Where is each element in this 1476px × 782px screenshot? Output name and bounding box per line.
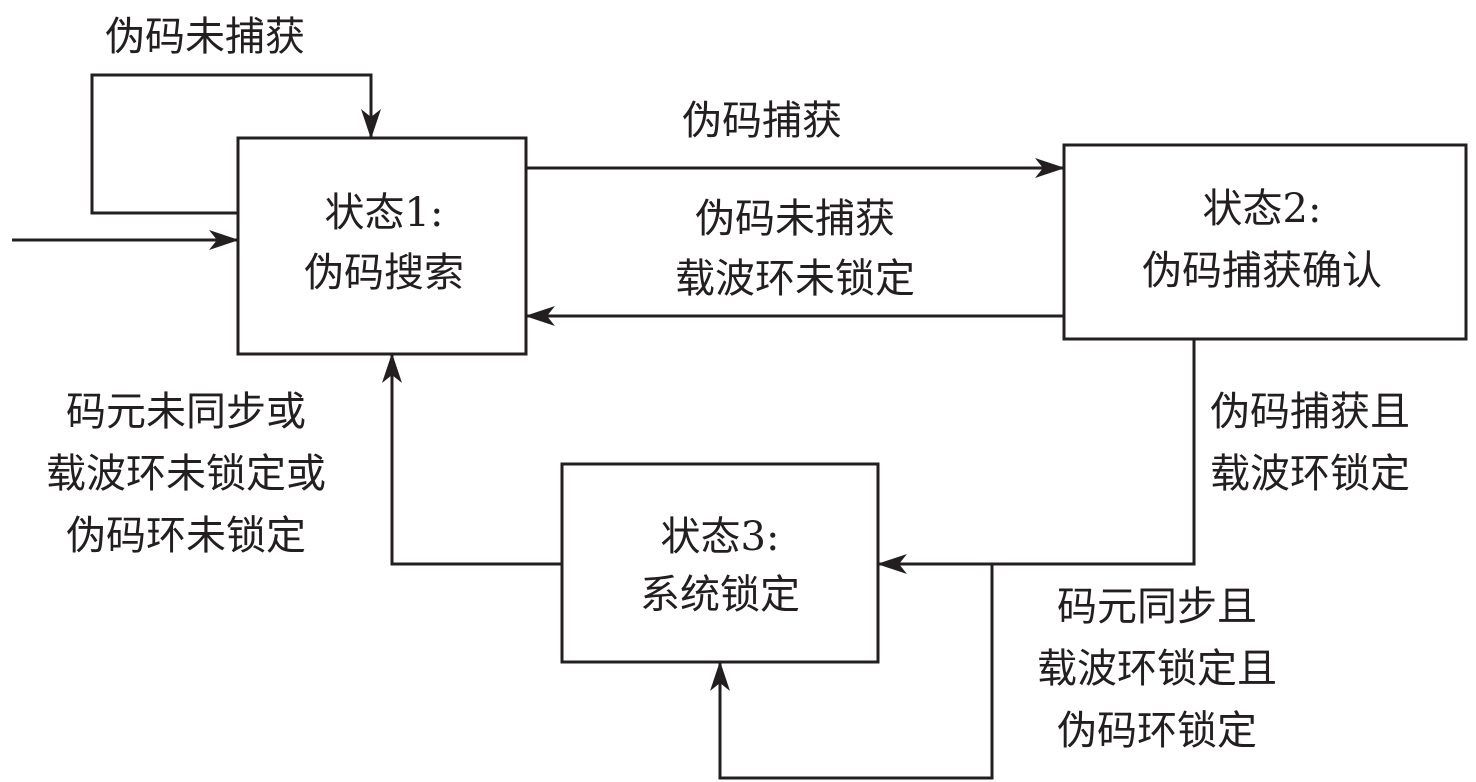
state-3-box <box>560 462 880 664</box>
self-loop-3-label-line-1: 码元同步且 <box>1057 584 1257 630</box>
transition-3-to-1-label-line-3: 伪码环未锁定 <box>66 513 306 559</box>
transition-2-to-3-label-line-1: 伪码捕获且 <box>1210 389 1410 435</box>
transition-2-to-1-label-line-1: 伪码未捕获 <box>695 196 895 242</box>
state-3-node: 状态3: 系统锁定 <box>560 462 880 664</box>
state-1-name: 伪码搜索 <box>304 250 464 296</box>
state-1-self-loop-arrow <box>90 73 381 215</box>
state-2-title: 状态2: <box>1203 186 1322 232</box>
self-loop-1-label: 伪码未捕获 <box>105 14 305 60</box>
self-loop-3-label-line-2: 载波环锁定且 <box>1037 646 1277 692</box>
transition-1-to-2-label: 伪码捕获 <box>682 98 842 144</box>
transition-2-to-3-label-line-2: 载波环锁定 <box>1210 451 1410 497</box>
state-2-name: 伪码捕获确认 <box>1142 248 1382 294</box>
state-3-self-loop-arrow <box>710 564 994 780</box>
transition-3-to-1-label-line-2: 载波环未锁定或 <box>46 451 326 497</box>
state-2-box <box>1062 143 1468 341</box>
state-1-title: 状态1: <box>325 190 444 236</box>
state-1-node: 状态1: 伪码搜索 <box>236 136 528 356</box>
transition-2-to-1-label-line-2: 载波环未锁定 <box>675 256 915 302</box>
state-1-box <box>236 136 528 356</box>
state-3-name: 系统锁定 <box>640 572 800 618</box>
transition-3-to-1-arrow <box>382 353 562 566</box>
transition-3-to-1-label-line-1: 码元未同步或 <box>66 389 306 435</box>
transition-2-to-3-arrow <box>877 339 1196 574</box>
state-3-title: 状态3: <box>661 514 780 560</box>
self-loop-3-label-line-3: 伪码环锁定 <box>1057 708 1257 754</box>
state-2-node: 状态2: 伪码捕获确认 <box>1062 143 1468 341</box>
